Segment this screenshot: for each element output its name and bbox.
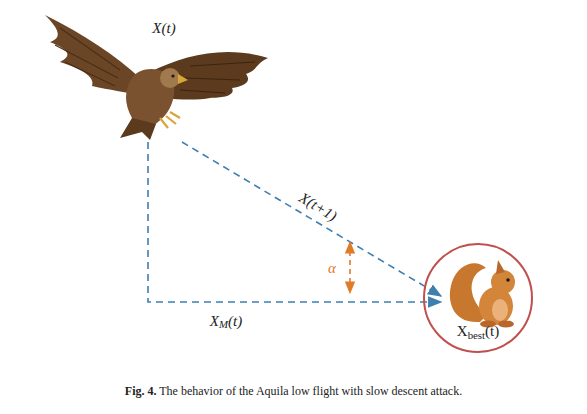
angle-label: α <box>328 260 336 277</box>
squirrel-ear <box>496 260 505 274</box>
line-label: X(t+1) <box>296 189 340 224</box>
squirrel-foot <box>498 321 514 328</box>
squirrel-eye <box>506 278 510 282</box>
figure-caption: Fig. 4. The behavior of the Aquila low f… <box>0 384 587 399</box>
eagle-left-wing <box>45 15 140 95</box>
squirrel-head <box>491 270 515 294</box>
eagle-tail <box>120 118 156 140</box>
eagle-talons <box>160 112 180 128</box>
eagle-illustration <box>45 15 268 140</box>
squirrel-illustration <box>450 260 515 328</box>
target-circle: Xbest(t) <box>423 243 533 353</box>
eagle-beak <box>178 74 188 84</box>
eagle-eye <box>171 74 174 77</box>
projection-dashed-line <box>148 142 441 302</box>
prey-label: Xbest(t) <box>457 323 499 351</box>
position-label: X(t) <box>152 20 175 37</box>
line-label: XM(t) <box>210 313 242 332</box>
eagle-head <box>160 68 180 88</box>
squirrel-belly <box>492 299 508 321</box>
descent-dashed-line <box>182 142 441 296</box>
angle-marker <box>349 242 351 293</box>
eagle-feather-lines <box>55 28 120 86</box>
eagle-feather-lines <box>180 62 255 93</box>
